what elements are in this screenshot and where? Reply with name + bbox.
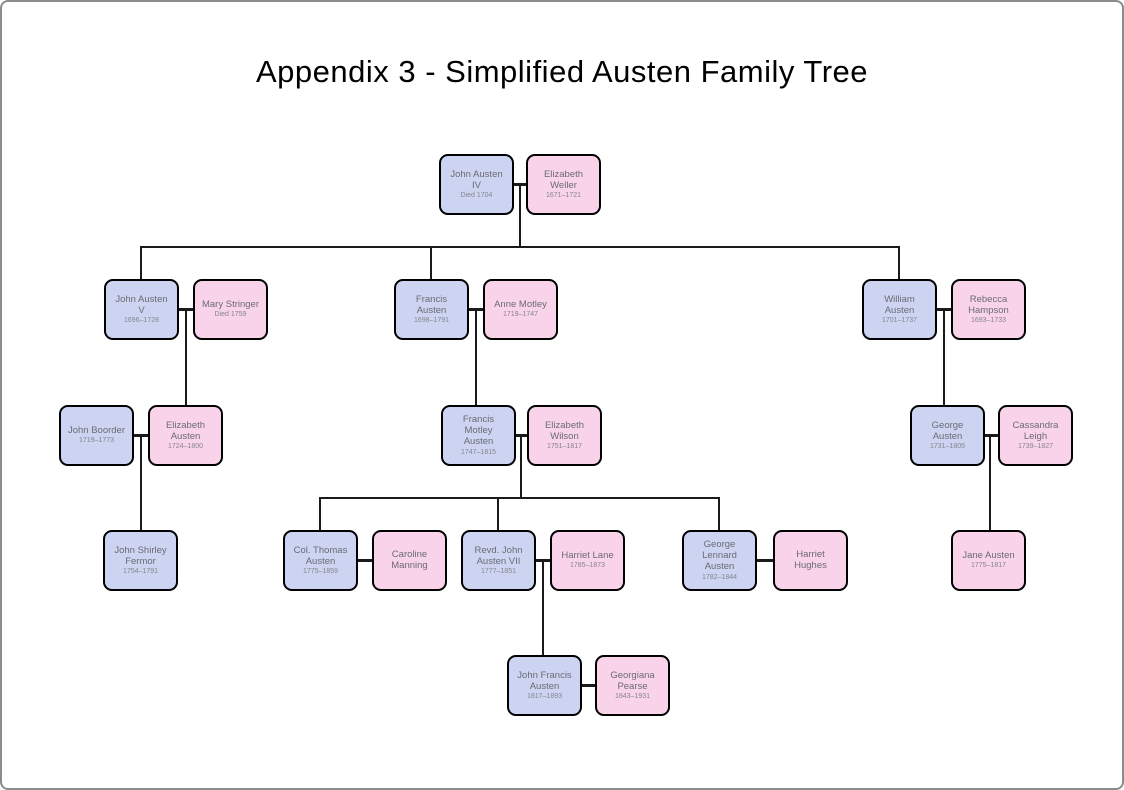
person-box-john-shirley-fermor: John Shirley Fermor 1754–1791 — [103, 530, 178, 591]
person-name: Anne Motley — [494, 299, 547, 311]
marriage-line-george-austen-cassandra-leigh — [985, 434, 998, 437]
person-dates: 1693–1733 — [970, 317, 1007, 324]
person-box-george-austen: George Austen 1731–1805 — [910, 405, 985, 466]
descent-line-to-john-francis-austen — [542, 559, 544, 655]
person-box-john-austen-v: John Austen V 1696–1728 — [104, 279, 179, 340]
person-box-elizabeth-weller: Elizabeth Weller 1671–1721 — [526, 154, 601, 215]
person-box-john-francis-austen: John Francis Austen 1817–1893 — [507, 655, 582, 716]
descent-line-to-col-thomas-austen — [319, 497, 321, 530]
page-title: Appendix 3 - Simplified Austen Family Tr… — [256, 54, 868, 89]
person-dates: 1775–1859 — [302, 568, 339, 575]
descent-line-gen3-to-bus — [520, 434, 522, 497]
person-box-mary-stringer: Mary Stringer Died 1759 — [193, 279, 268, 340]
person-box-francis-austen: Francis Austen 1698–1791 — [394, 279, 469, 340]
person-box-harriet-lane: Harriet Lane 1785–1873 — [550, 530, 625, 591]
person-name: Jane Austen — [962, 550, 1015, 562]
person-box-caroline-manning: Caroline Manning — [372, 530, 447, 591]
person-box-john-austen-iv: John Austen IV Died 1704 — [439, 154, 514, 215]
person-name: Elizabeth Austen — [165, 419, 206, 442]
sibling-bus-gen2 — [140, 246, 900, 248]
person-box-anne-motley: Anne Motley 1719–1747 — [483, 279, 558, 340]
person-box-georgiana-pearse: Georgiana Pearse 1843–1931 — [595, 655, 670, 716]
person-name: Mary Stringer — [201, 299, 259, 311]
person-dates: 1719–1747 — [502, 311, 539, 319]
descent-line-to-george-lennard-austen — [718, 497, 720, 530]
person-name: Georgiana Pearse — [610, 669, 655, 692]
person-box-cassandra-leigh: Cassandra Leigh 1739–1827 — [998, 405, 1073, 466]
person-dates: 1698–1791 — [413, 317, 450, 324]
descent-line-to-william-austen — [898, 246, 900, 279]
person-name: George Lennard Austen — [702, 539, 737, 573]
person-dates: 1747–1815 — [460, 448, 497, 456]
person-name: John Francis Austen — [517, 669, 572, 692]
person-name: John Austen V — [115, 293, 168, 316]
descent-line-to-jane-austen — [989, 434, 991, 530]
person-name: John Austen IV — [450, 168, 503, 191]
person-name: Francis Motley Austen — [462, 414, 495, 448]
descent-line-to-george-austen — [943, 308, 945, 405]
person-dates: 1751–1817 — [546, 443, 583, 450]
person-dates: 1843–1931 — [614, 693, 651, 700]
descent-line-to-elizabeth-austen — [185, 308, 187, 405]
person-name: Harriet Hughes — [794, 548, 827, 571]
person-dates: 1719–1773 — [78, 437, 115, 445]
descent-line-to-francis-austen — [430, 246, 432, 279]
person-name: Elizabeth Weller — [543, 168, 584, 191]
marriage-line-john-francis-austen-georgiana-pearse — [582, 684, 595, 687]
person-dates: 1782–1844 — [701, 573, 738, 581]
person-name: Cassandra Leigh — [1012, 419, 1059, 442]
person-box-william-austen: William Austen 1701–1737 — [862, 279, 937, 340]
person-name: Elizabeth Wilson — [544, 419, 585, 442]
person-dates: 1671–1721 — [545, 192, 582, 199]
person-box-francis-motley-austen: Francis Motley Austen 1747–1815 — [441, 405, 516, 466]
person-dates: Died 1704 — [460, 192, 493, 199]
person-box-elizabeth-wilson: Elizabeth Wilson 1751–1817 — [527, 405, 602, 466]
person-name: John Shirley Fermor — [114, 544, 167, 567]
person-dates: 1777–1851 — [480, 568, 517, 575]
person-dates: 1696–1728 — [123, 317, 160, 324]
person-dates: 1817–1893 — [526, 693, 563, 700]
person-dates: 1724–1800 — [167, 443, 204, 450]
person-dates: 1731–1805 — [929, 443, 966, 450]
person-dates: 1739–1827 — [1017, 443, 1054, 450]
marriage-line-george-lennard-austen-harriet-hughes — [757, 559, 773, 562]
marriage-line-col-thomas-austen-caroline-manning — [358, 559, 372, 562]
person-name: George Austen — [931, 419, 964, 442]
person-box-revd-john-austen-vii: Revd. John Austen VII 1777–1851 — [461, 530, 536, 591]
sibling-bus-gen4 — [319, 497, 720, 499]
person-name: William Austen — [884, 293, 915, 316]
person-name: Revd. John Austen VII — [474, 544, 523, 567]
person-box-jane-austen: Jane Austen 1775–1817 — [951, 530, 1026, 591]
person-dates: 1775–1817 — [970, 562, 1007, 570]
person-name: Col. Thomas Austen — [293, 544, 348, 567]
descent-line-to-francis-motley-austen — [475, 308, 477, 405]
person-dates: 1754–1791 — [122, 568, 159, 575]
person-box-john-boorder: John Boorder 1719–1773 — [59, 405, 134, 466]
person-name: Harriet Lane — [561, 550, 614, 562]
person-name: John Boorder — [67, 425, 126, 437]
person-box-rebecca-hampson: Rebecca Hampson 1693–1733 — [951, 279, 1026, 340]
descent-line-to-john-shirley-fermor — [140, 434, 142, 530]
person-box-harriet-hughes: Harriet Hughes — [773, 530, 848, 591]
person-box-george-lennard-austen: George Lennard Austen 1782–1844 — [682, 530, 757, 591]
person-box-elizabeth-austen: Elizabeth Austen 1724–1800 — [148, 405, 223, 466]
descent-line-to-revd-john-austen-vii — [497, 497, 499, 530]
descent-line-gen1-to-bus — [519, 183, 521, 246]
person-name: Caroline Manning — [391, 548, 428, 571]
person-name: Francis Austen — [415, 293, 448, 316]
person-dates: 1785–1873 — [569, 562, 606, 570]
person-box-col-thomas-austen: Col. Thomas Austen 1775–1859 — [283, 530, 358, 591]
person-dates: 1701–1737 — [881, 317, 918, 324]
descent-line-to-john-austen-v — [140, 246, 142, 279]
person-name: Rebecca Hampson — [968, 293, 1009, 316]
person-dates: Died 1759 — [214, 311, 247, 319]
